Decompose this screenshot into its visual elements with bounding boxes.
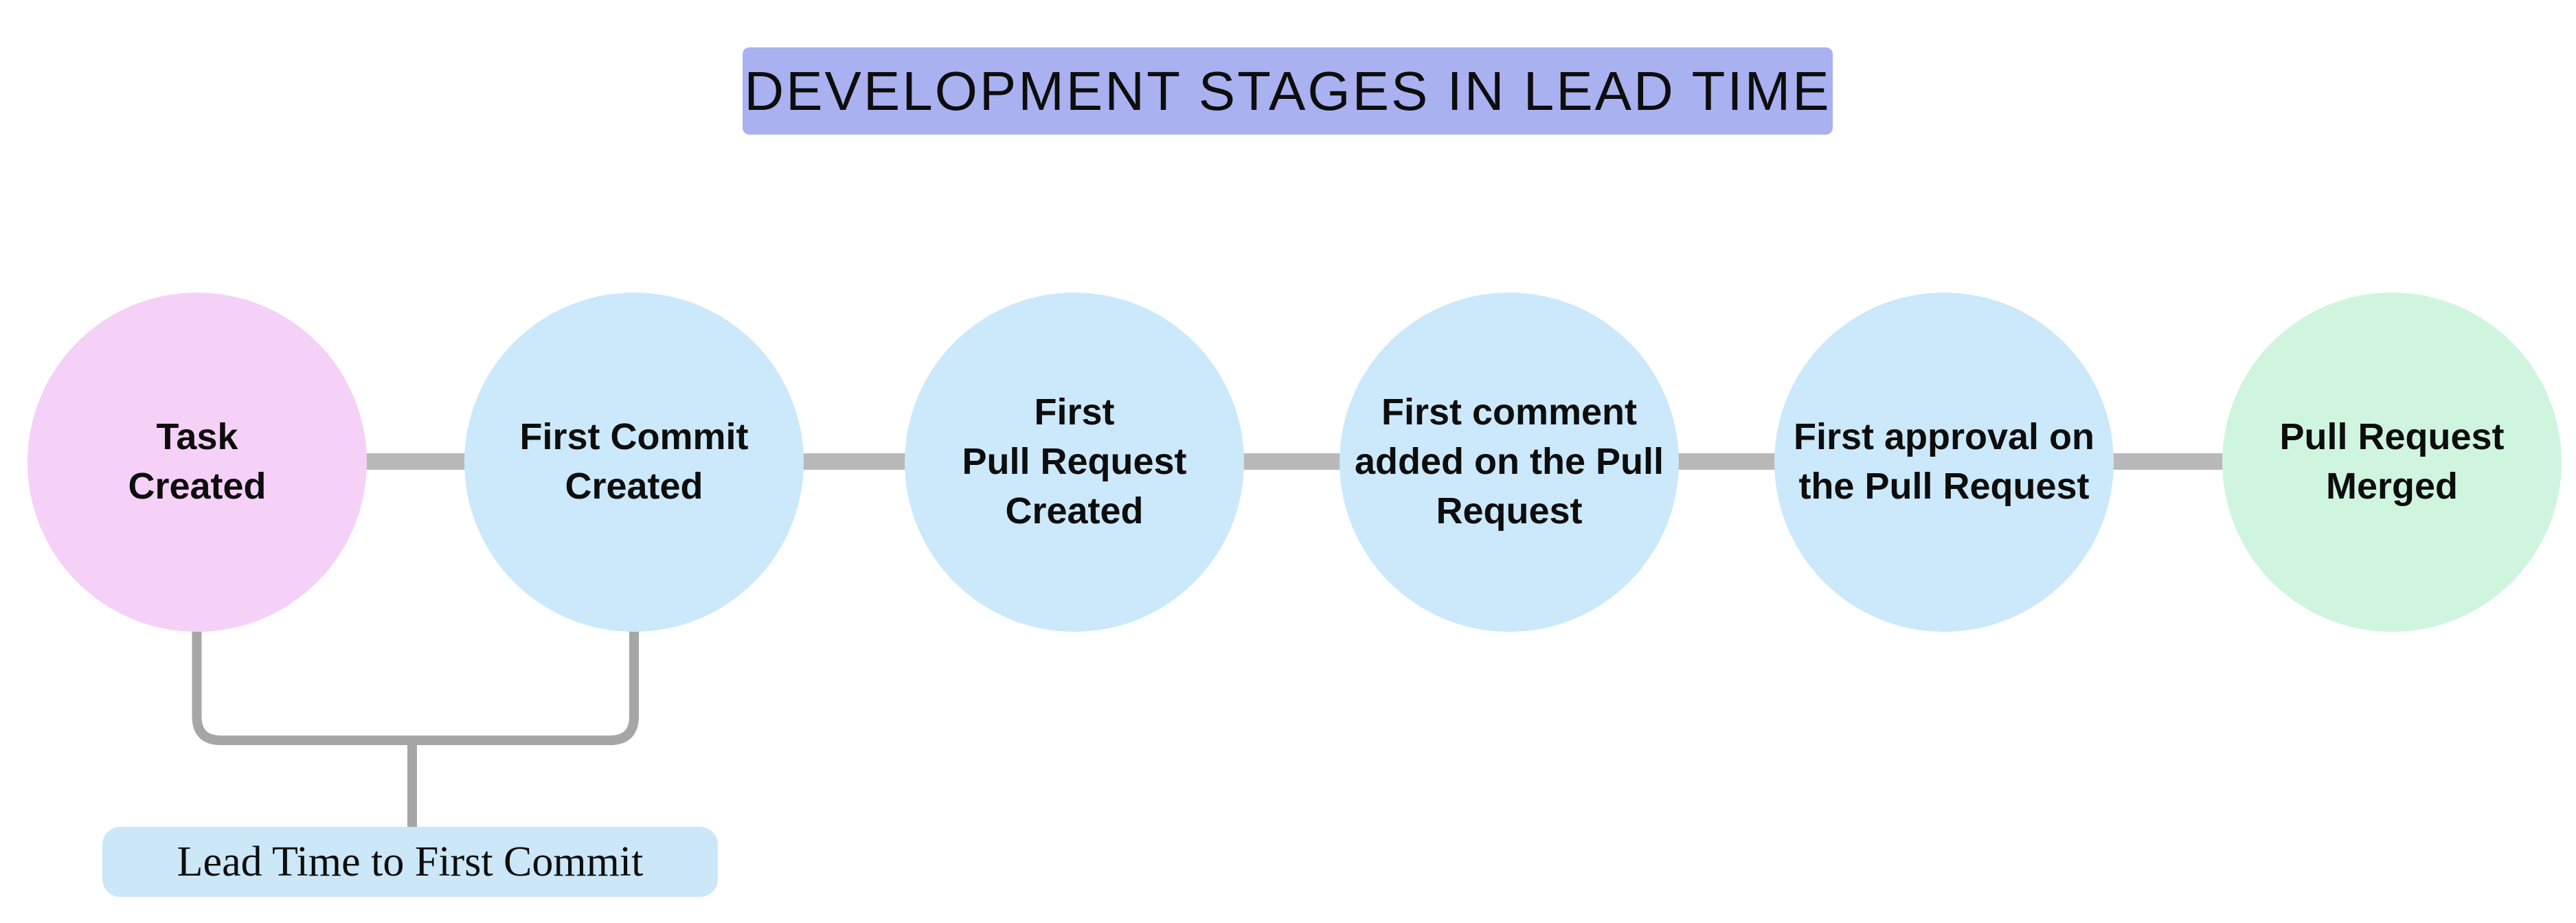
stage-label: Pull Request Merged: [2279, 416, 2505, 507]
stage-label: First Commit Created: [519, 416, 749, 507]
stage-circle-first-pull-request-created: First Pull Request Created: [905, 293, 1244, 632]
stage-label: First approval on the Pull Request: [1793, 416, 2095, 507]
stage-circle-first-comment-added: First comment added on the Pull Request: [1340, 293, 1679, 632]
stage-label: First Pull Request Created: [962, 391, 1187, 532]
stage-label: First comment added on the Pull Request: [1354, 391, 1664, 532]
lead-time-annotation: Lead Time to First Commit: [102, 827, 718, 897]
page-title: DEVELOPMENT STAGES IN LEAD TIME: [743, 47, 1833, 135]
stage-circle-pull-request-merged: Pull Request Merged: [2222, 293, 2562, 632]
stage-circle-task-created: Task Created: [27, 293, 367, 632]
stage-circle-first-approval: First approval on the Pull Request: [1774, 293, 2114, 632]
stage-circle-first-commit-created: First Commit Created: [464, 293, 804, 632]
stage-label: Task Created: [128, 416, 267, 507]
lead-time-annotation-label: Lead Time to First Commit: [177, 838, 644, 885]
